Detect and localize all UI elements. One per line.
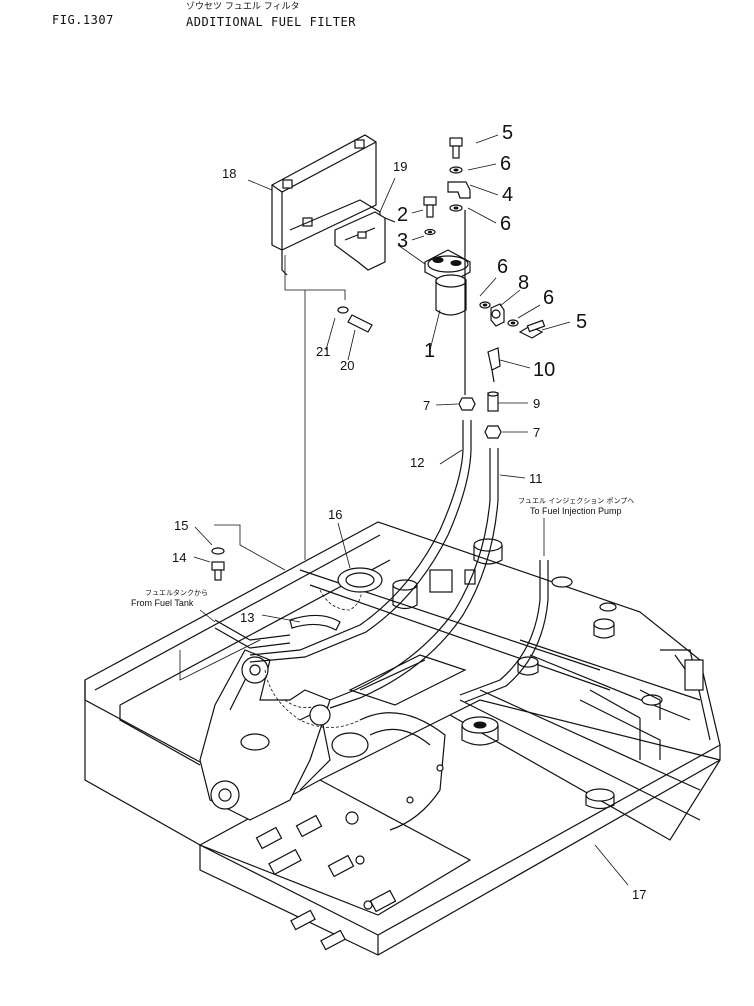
callout-1: 1 (424, 340, 435, 362)
callout-15: 15 (174, 518, 188, 533)
callout-2: 2 (397, 204, 408, 226)
callout-3: 3 (397, 230, 408, 252)
fuel-filter (424, 249, 471, 316)
callout-6-fourth: 6 (543, 287, 554, 309)
pump-note-japanese: フュエル インジェクション ポンプへ (518, 497, 634, 505)
callout-13: 13 (240, 610, 254, 625)
callout-19: 19 (393, 159, 407, 174)
figure-title-japanese: ゾウセツ フュエル フィルタ (186, 1, 300, 12)
callout-5-right: 5 (576, 311, 587, 333)
callout-10: 10 (533, 359, 555, 381)
callout-12: 12 (410, 455, 424, 470)
callout-5-top: 5 (502, 122, 513, 144)
callout-4: 4 (502, 184, 513, 206)
callout-17: 17 (632, 887, 646, 902)
callout-8: 8 (518, 272, 529, 294)
callout-7-left: 7 (423, 398, 430, 413)
callout-14: 14 (172, 550, 186, 565)
part-callouts: 5 6 4 6 2 3 6 8 6 5 1 10 9 7 7 12 11 18 … (172, 122, 646, 902)
callout-18: 18 (222, 166, 236, 181)
pump-note: To Fuel Injection Pump (530, 506, 622, 516)
figure-number: FIG.1307 (52, 13, 114, 27)
callout-16: 16 (328, 507, 342, 522)
figure-title: ADDITIONAL FUEL FILTER (186, 15, 356, 29)
flow-notes: フュエル インジェクション ポンプへ To Fuel Injection Pum… (131, 497, 634, 623)
main-frame (84, 521, 721, 956)
callout-11: 11 (529, 471, 543, 486)
callout-20: 20 (340, 358, 354, 373)
callout-9: 9 (533, 396, 540, 411)
fuel-hoses (214, 210, 549, 709)
leader-lines (193, 134, 629, 886)
callout-6-third: 6 (497, 256, 508, 278)
tank-arrow-line (199, 609, 216, 623)
callout-6-top: 6 (500, 153, 511, 175)
callout-7-right: 7 (533, 425, 540, 440)
callout-21: 21 (316, 344, 330, 359)
callout-6-second: 6 (500, 213, 511, 235)
tank-note: From Fuel Tank (131, 598, 194, 608)
tank-note-japanese: フュエルタンクから (145, 588, 208, 597)
filter-bracket (334, 211, 396, 271)
hardware-parts (211, 137, 546, 631)
